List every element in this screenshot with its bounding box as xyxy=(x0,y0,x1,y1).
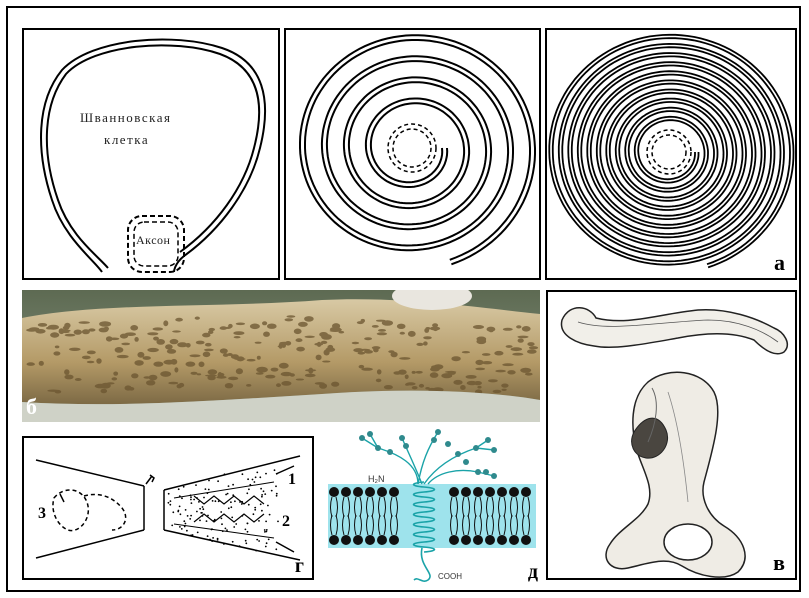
fungus-photo-illustration xyxy=(22,290,540,422)
myelination-stage-2-drawing xyxy=(286,30,541,280)
panel-letter-v: в xyxy=(773,550,785,576)
bones-drawing xyxy=(548,292,797,580)
panel-letter-b: б xyxy=(26,394,37,420)
myelination-stage-1-panel: Шванновская клетка Аксон xyxy=(22,28,280,280)
bones-panel: в xyxy=(546,290,797,580)
fungus-photo-panel: б xyxy=(22,290,540,422)
myelination-stage-3-panel: а xyxy=(545,28,797,280)
schematic-cone-drawing: 1 2 3 xyxy=(24,438,314,580)
callout-1: 1 xyxy=(288,471,296,488)
membrane-protein-diagram: H₂N COOH д xyxy=(318,424,544,584)
panel-letter-d: д xyxy=(528,561,538,584)
membrane-protein-drawing: H₂N COOH xyxy=(318,424,544,584)
axon-label: Аксон xyxy=(136,233,171,247)
c-terminus-label: COOH xyxy=(438,572,462,581)
clavicle-shape xyxy=(561,308,787,354)
callout-3: 3 xyxy=(38,505,46,522)
myelination-stage-2-panel xyxy=(284,28,541,280)
callout-2: 2 xyxy=(282,513,290,530)
panel-letter-g: г xyxy=(295,555,304,578)
schwann-cell-label-line2: клетка xyxy=(104,132,149,147)
schematic-cone-panel: 1 2 3 г xyxy=(22,436,314,580)
panel-letter-a: а xyxy=(774,250,785,276)
n-terminus-label: H₂N xyxy=(368,474,385,484)
schwann-cell-label-line1: Шванновская xyxy=(80,110,171,125)
myelination-stage-1-drawing: Шванновская клетка Аксон xyxy=(24,30,280,280)
myelination-stage-3-drawing xyxy=(547,30,797,280)
